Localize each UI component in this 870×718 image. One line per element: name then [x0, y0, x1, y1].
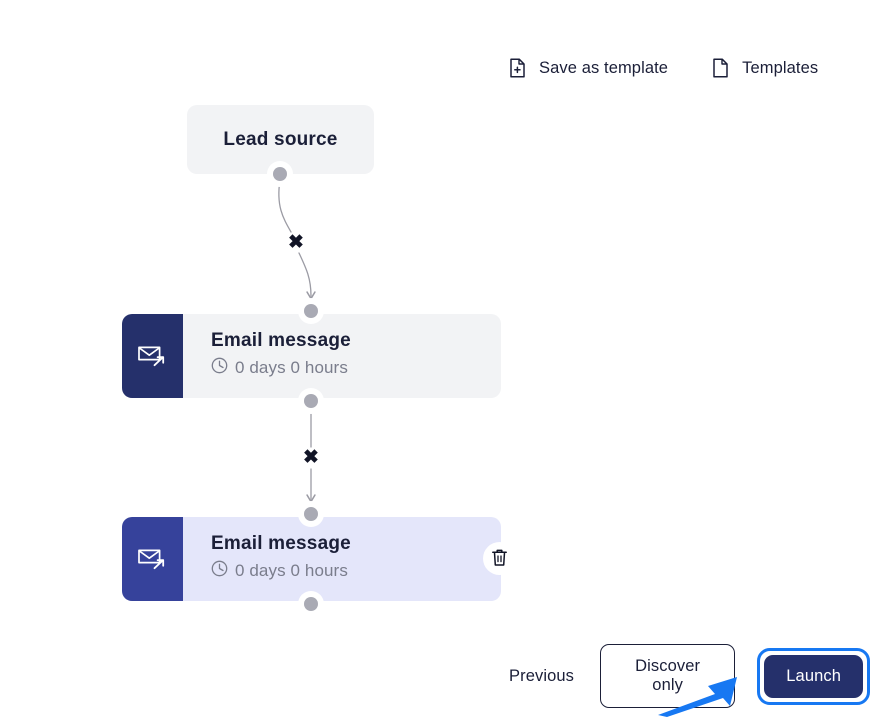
remove-edge-button-2[interactable]: ✖	[303, 447, 319, 468]
wizard-footer: Previous Discover only Launch	[505, 644, 870, 708]
node-title: Lead source	[223, 128, 338, 150]
node-delay-text: 0 days 0 hours	[235, 358, 348, 377]
node-email-message-1[interactable]: Email message 0 days 0 hours	[122, 314, 501, 398]
connector-dot-email-1-input[interactable]	[304, 304, 318, 318]
clock-icon	[211, 357, 228, 379]
trash-icon	[491, 548, 508, 570]
save-as-template-button[interactable]: Save as template	[505, 54, 670, 82]
node-title: Email message	[211, 533, 351, 554]
remove-edge-button-1[interactable]: ✖	[288, 232, 304, 253]
node-lead-source[interactable]: Lead source	[187, 105, 374, 174]
file-plus-icon	[507, 57, 527, 79]
launch-button[interactable]: Launch	[764, 654, 863, 698]
node-delay: 0 days 0 hours	[211, 560, 501, 582]
delete-node-button[interactable]	[483, 542, 516, 575]
node-title: Email message	[211, 330, 351, 351]
connector-dot-lead-source-output[interactable]	[273, 167, 287, 181]
node-delay: 0 days 0 hours	[211, 357, 501, 379]
save-as-template-label: Save as template	[539, 58, 669, 77]
templates-label: Templates	[742, 58, 819, 77]
connector-dot-email-2-output[interactable]	[304, 597, 318, 611]
node-body: Email message 0 days 0 hours	[183, 314, 501, 398]
file-icon	[710, 57, 730, 79]
connector-dot-email-2-input[interactable]	[304, 507, 318, 521]
node-email-message-2[interactable]: Email message 0 days 0 hours	[122, 517, 501, 601]
email-send-icon	[122, 314, 183, 398]
template-actions-bar: Save as template Templates	[505, 54, 820, 82]
node-body: Email message 0 days 0 hours	[183, 517, 501, 601]
discover-only-button[interactable]: Discover only	[600, 644, 736, 708]
templates-button[interactable]: Templates	[708, 54, 820, 82]
node-delay-text: 0 days 0 hours	[235, 561, 348, 580]
launch-button-focus-ring: Launch	[757, 647, 870, 705]
clock-icon	[211, 560, 228, 582]
connector-dot-email-1-output[interactable]	[304, 394, 318, 408]
previous-button[interactable]: Previous	[505, 659, 578, 694]
email-send-icon	[122, 517, 183, 601]
